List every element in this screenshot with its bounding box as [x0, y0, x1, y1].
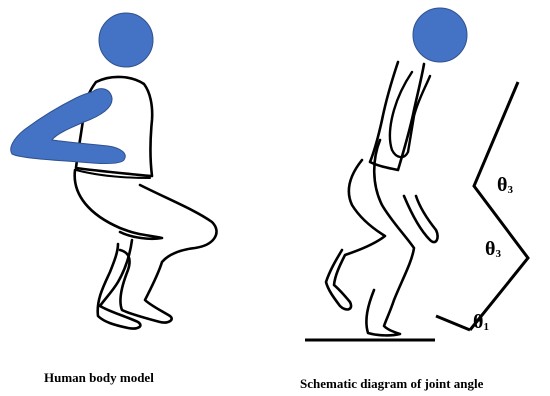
angle-label-middle: θ3 [485, 238, 501, 260]
human-body-model [11, 13, 217, 329]
front-leg-outline [75, 170, 162, 239]
right-caption: Schematic diagram of joint angle [300, 376, 483, 392]
schematic-figure: θ3 θ3 θ1 [305, 8, 528, 340]
schematic-arm [390, 72, 430, 157]
head-left [99, 13, 153, 67]
schematic-shin [404, 196, 438, 242]
angle-label-lower: θ1 [473, 311, 489, 333]
head-right [413, 8, 467, 62]
back-leg-outline [120, 185, 217, 323]
joint-angle-polyline [470, 82, 528, 330]
left-caption: Human body model [44, 370, 154, 386]
schematic-torso [370, 62, 424, 170]
angle-label-upper: θ3 [497, 174, 513, 196]
angle-reference-line [436, 316, 470, 330]
